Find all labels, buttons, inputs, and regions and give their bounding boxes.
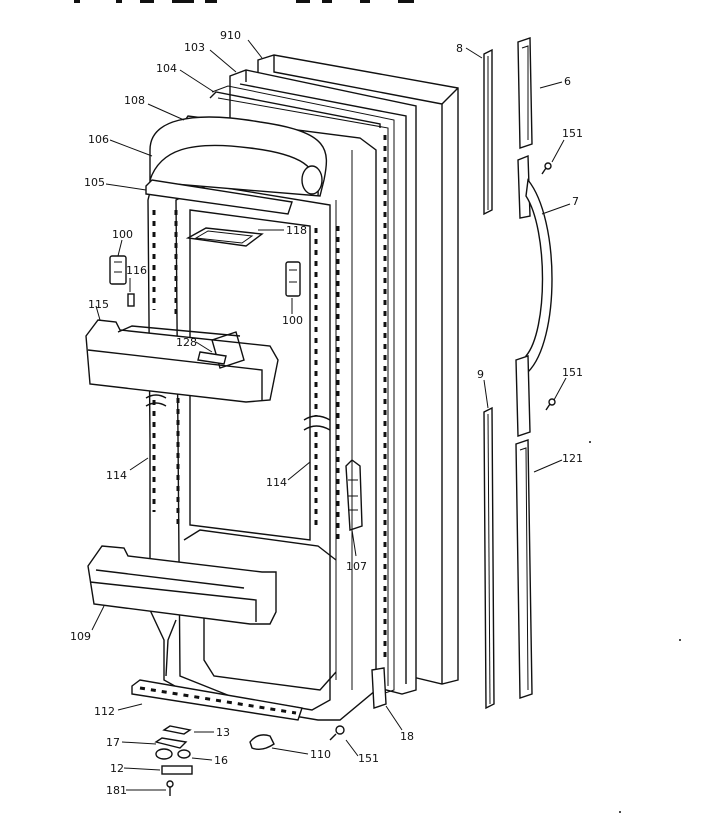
strip-8 xyxy=(483,48,493,216)
cam-parts xyxy=(154,725,193,796)
label-112: 112 xyxy=(94,705,115,718)
bracket-118 xyxy=(185,227,264,247)
label-116: 116 xyxy=(126,264,147,277)
label-128: 128 xyxy=(176,336,197,349)
strip-9 xyxy=(483,406,495,710)
label-106: 106 xyxy=(88,133,109,146)
label-8: 8 xyxy=(456,42,463,55)
screw-116 xyxy=(127,293,135,307)
label-118: 118 xyxy=(286,224,307,237)
scan-specks xyxy=(589,441,681,813)
label-18: 18 xyxy=(400,730,414,743)
label-100-left: 100 xyxy=(112,228,133,241)
label-151-bottom: 151 xyxy=(358,752,379,765)
label-13: 13 xyxy=(216,726,230,739)
label-105: 105 xyxy=(84,176,105,189)
label-16: 16 xyxy=(214,754,228,767)
handle-cap-6 xyxy=(517,37,533,149)
bottom-trim xyxy=(131,679,303,721)
label-6: 6 xyxy=(564,75,571,88)
label-115: 115 xyxy=(88,298,109,311)
label-121: 121 xyxy=(562,452,583,465)
lower-bin xyxy=(87,545,277,625)
label-910: 910 xyxy=(220,29,241,42)
label-108: 108 xyxy=(124,94,145,107)
label-109: 109 xyxy=(70,630,91,643)
hinge-18 xyxy=(371,667,387,709)
label-103: 103 xyxy=(184,41,205,54)
label-17: 17 xyxy=(106,736,120,749)
label-181: 181 xyxy=(106,784,127,797)
hinge-107 xyxy=(345,459,363,531)
clip-right xyxy=(285,261,301,297)
cap-110 xyxy=(249,734,275,751)
label-107: 107 xyxy=(346,560,367,573)
clip-left xyxy=(109,255,127,285)
label-104: 104 xyxy=(156,62,177,75)
handle-7 xyxy=(515,154,553,437)
part-labels: 910 103 104 108 106 105 118 100 116 100 … xyxy=(70,29,583,797)
label-9: 9 xyxy=(477,368,484,381)
handle-cap-121 xyxy=(515,439,533,699)
screw-151-bottom xyxy=(329,725,345,741)
trim-strip xyxy=(145,179,293,215)
screw-151-top xyxy=(541,162,552,175)
label-100-right: 100 xyxy=(282,314,303,327)
label-114-right: 114 xyxy=(266,476,287,489)
label-110: 110 xyxy=(310,748,331,761)
dairy-door xyxy=(149,116,327,197)
label-7: 7 xyxy=(572,195,579,208)
label-151-top: 151 xyxy=(562,127,583,140)
label-114-left: 114 xyxy=(106,469,127,482)
screw-151-mid xyxy=(545,398,556,411)
leader-lines xyxy=(91,39,571,791)
label-151-mid: 151 xyxy=(562,366,583,379)
left-rail xyxy=(152,210,180,530)
upper-bin xyxy=(85,319,279,403)
label-12: 12 xyxy=(110,762,124,775)
top-edge-marks xyxy=(74,0,414,3)
right-rail xyxy=(145,226,340,540)
